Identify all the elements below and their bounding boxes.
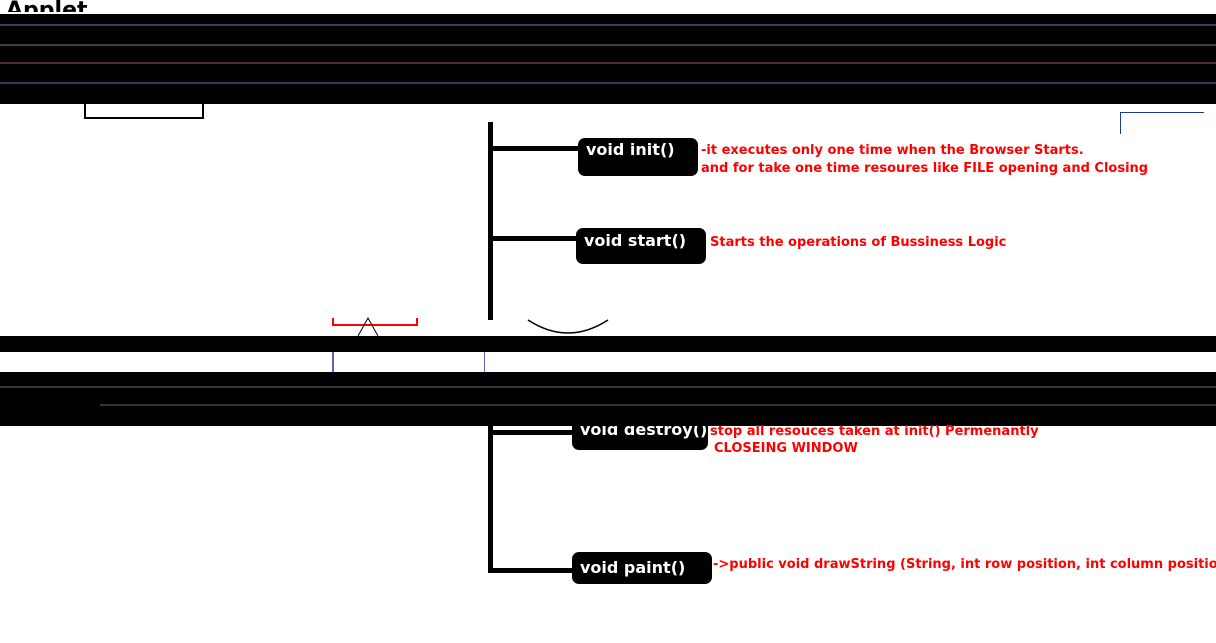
artifact-line <box>202 104 204 118</box>
method-label: void paint() <box>580 558 686 577</box>
connector-destroy <box>488 430 574 435</box>
glitch-stripe <box>0 386 1216 388</box>
glitch-stripe <box>0 44 1216 46</box>
red-bracket <box>416 318 418 326</box>
artifact-line <box>84 117 204 119</box>
connector-start <box>488 236 580 241</box>
method-box-start: void start() <box>576 228 706 264</box>
arc-shape <box>527 319 609 334</box>
method-note-destroy-2: CLOSEING WINDOW <box>714 441 858 456</box>
glitch-band-middle <box>0 336 1216 352</box>
artifact-line <box>84 104 86 118</box>
method-note-destroy-1: stop all resouces taken at init() Permen… <box>710 424 1039 439</box>
method-note-start: Starts the operations of Bussiness Logic <box>710 235 1007 250</box>
method-box-init: void init() <box>578 138 698 176</box>
diagram-trunk-lower <box>488 426 493 572</box>
method-note-init-1: -it executes only one time when the Brow… <box>701 143 1084 158</box>
glitch-stripe <box>0 82 1216 84</box>
artifact-box <box>1120 112 1204 134</box>
glitch-band-overlap <box>0 410 1216 426</box>
red-bracket <box>332 324 418 326</box>
diagram-trunk-upper <box>488 122 493 320</box>
glitch-band-top <box>0 14 1216 104</box>
glitch-stripe <box>100 404 1216 406</box>
method-label: void init() <box>586 140 675 159</box>
diagram-title: Applet <box>6 0 126 12</box>
red-bracket <box>332 318 334 326</box>
method-note-init-2: and for take one time resoures like FILE… <box>701 161 1149 176</box>
method-box-paint: void paint() <box>572 552 712 584</box>
artifact-line <box>484 352 485 372</box>
artifact-line <box>332 352 334 372</box>
glitch-stripe <box>0 24 1216 26</box>
method-label: void start() <box>584 231 687 250</box>
method-note-paint: ->public void drawString (String, int ro… <box>713 557 1216 572</box>
red-caret <box>357 316 379 337</box>
connector-init <box>488 146 580 151</box>
glitch-stripe <box>0 62 1216 64</box>
connector-paint <box>488 568 578 573</box>
